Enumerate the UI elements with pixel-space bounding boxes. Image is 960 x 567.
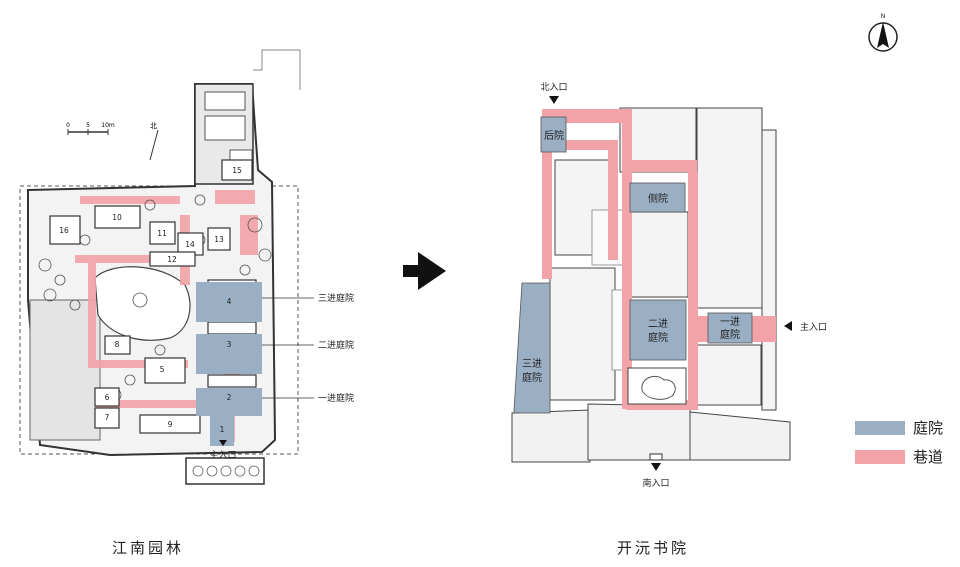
second-courtyard-label-2: 庭院 bbox=[648, 331, 668, 344]
south-entrance-marker bbox=[651, 463, 661, 471]
compass: N bbox=[868, 13, 898, 52]
garden-courtyards bbox=[196, 282, 262, 446]
room-11: 11 bbox=[157, 229, 167, 238]
first-courtyard-label-1: 一进 bbox=[720, 316, 740, 328]
left-entrance-marker bbox=[219, 440, 227, 446]
rear-courtyard bbox=[540, 116, 567, 153]
room-5: 5 bbox=[160, 365, 165, 374]
room-6: 6 bbox=[105, 393, 110, 402]
legend-label-courtyard: 庭院 bbox=[913, 419, 944, 437]
small-north-label: 北 bbox=[150, 122, 157, 130]
room-16: 16 bbox=[59, 226, 69, 235]
small-north-marker: 北 bbox=[149, 122, 159, 161]
legend-item-courtyard: 庭院 bbox=[855, 417, 943, 438]
south-entrance-label: 南入口 bbox=[642, 477, 669, 489]
third-courtyard bbox=[513, 282, 551, 414]
legend-label-lane: 巷道 bbox=[913, 448, 944, 466]
room-2: 2 bbox=[227, 393, 232, 402]
garden-pond bbox=[94, 266, 191, 341]
callout-first-courtyard: 一进庭院 bbox=[318, 392, 354, 404]
compass-needle bbox=[877, 22, 889, 48]
compass-label: N bbox=[881, 13, 886, 20]
north-entrance-marker bbox=[549, 96, 559, 104]
garden-buildings bbox=[49, 159, 257, 434]
room-14: 14 bbox=[185, 240, 195, 249]
scale-label-0: 0 bbox=[66, 122, 70, 129]
third-courtyard-label-1: 三进 bbox=[522, 358, 542, 370]
entrance-plaza bbox=[185, 457, 265, 485]
room-12: 12 bbox=[167, 255, 177, 264]
main-entrance-marker bbox=[784, 321, 792, 331]
north-entrance-label: 北入口 bbox=[540, 82, 567, 93]
main-entrance-label: 主入口 bbox=[800, 321, 827, 333]
room-15: 15 bbox=[232, 166, 242, 175]
pool bbox=[641, 375, 676, 400]
room-8: 8 bbox=[115, 340, 120, 349]
scale-bar: 0 5 10m bbox=[66, 122, 115, 135]
second-courtyard-label-1: 二进 bbox=[648, 318, 668, 330]
right-caption: 开沅书院 bbox=[617, 539, 690, 557]
left-garden-plan: 16 10 11 14 12 13 15 4 3 5 6 7 8 9 1 2 0… bbox=[19, 49, 354, 485]
second-courtyard bbox=[629, 299, 687, 361]
room-3: 3 bbox=[227, 340, 232, 349]
scale-label-10m: 10m bbox=[101, 122, 115, 129]
room-10: 10 bbox=[112, 213, 122, 222]
rear-courtyard-label: 后院 bbox=[544, 129, 564, 142]
callout-third-courtyard: 三进庭院 bbox=[318, 292, 354, 304]
left-caption: 江南园林 bbox=[112, 539, 185, 557]
right-academy-plan: 后院 侧院 二进 庭院 一进 庭院 三进 庭院 北入口 主入口 南入口 bbox=[511, 82, 827, 489]
transition-arrow bbox=[403, 252, 446, 290]
callout-second-courtyard: 二进庭院 bbox=[318, 339, 354, 351]
room-4: 4 bbox=[227, 297, 232, 306]
third-courtyard-label-2: 庭院 bbox=[522, 371, 542, 384]
legend-swatch-lane bbox=[855, 449, 905, 464]
scale-label-5: 5 bbox=[86, 122, 90, 129]
room-13: 13 bbox=[214, 235, 224, 244]
room-9: 9 bbox=[168, 420, 173, 429]
first-courtyard-label-2: 庭院 bbox=[720, 328, 740, 341]
academy-courtyards bbox=[513, 116, 753, 414]
left-entrance-label: 主入口 bbox=[209, 449, 236, 461]
first-courtyard bbox=[707, 312, 753, 344]
side-courtyard bbox=[629, 182, 686, 213]
room-1: 1 bbox=[220, 425, 225, 434]
courtyard-callouts bbox=[262, 297, 314, 399]
side-courtyard-label: 侧院 bbox=[648, 192, 668, 205]
legend-swatch-courtyard bbox=[855, 420, 905, 435]
legend-item-lane: 巷道 bbox=[855, 446, 943, 467]
room-numbers: 16 10 11 14 12 13 15 4 3 5 6 7 8 9 1 2 bbox=[59, 166, 242, 434]
room-7: 7 bbox=[105, 413, 110, 422]
